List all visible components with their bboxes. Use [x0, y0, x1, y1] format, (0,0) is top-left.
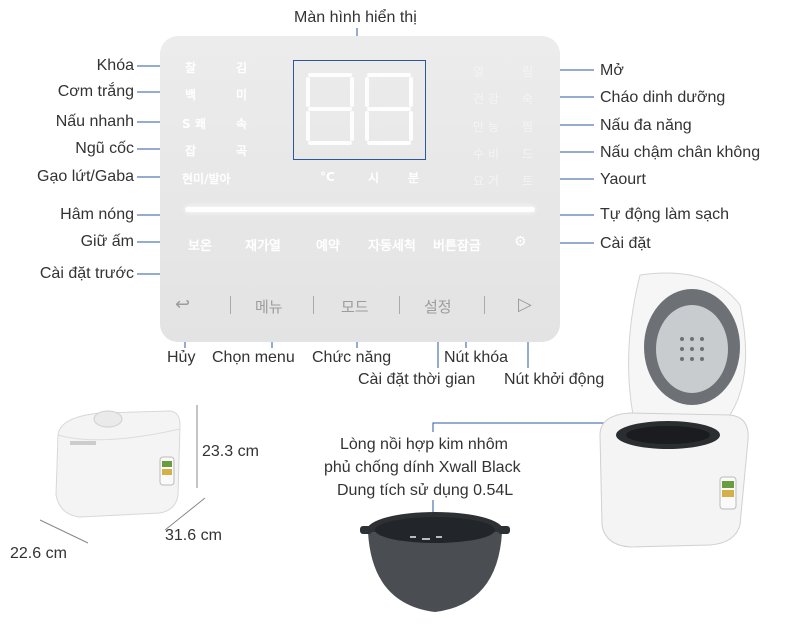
separator: [484, 296, 485, 314]
panel-left-5: 현미/발아: [182, 172, 231, 186]
depth-dimension: 31.6 cm: [165, 527, 222, 544]
label-lock-button: Nút khóa: [444, 349, 509, 366]
menu-button[interactable]: 메뉴: [255, 298, 283, 316]
label-function: Chức năng: [312, 349, 392, 366]
panel-right2-2: 숙: [522, 92, 534, 106]
play-triangle-icon[interactable]: ▷: [518, 294, 532, 315]
label-keep-warm: Giữ ấm: [80, 233, 134, 250]
rice-cooker-small-image: [55, 410, 181, 518]
label-multi-cook: Nấu đa năng: [600, 117, 692, 134]
separator: [230, 296, 231, 314]
label-brown-rice: Gạo lứt/Gaba: [37, 168, 134, 185]
minute-label: 분: [408, 171, 420, 185]
rice-cooker-open-image: [599, 272, 749, 548]
label-reheat: Hâm nóng: [60, 206, 134, 223]
label-preset: Cài đặt trước: [39, 265, 134, 282]
panel-left-3: S 쾌: [182, 117, 206, 131]
inner-pot-line3: Dung tích sử dụng 0.54L: [337, 482, 514, 499]
separator: [399, 296, 400, 314]
time-setting-button[interactable]: 설정: [424, 298, 452, 316]
label-start-button: Nút khởi động: [504, 371, 605, 388]
seven-segment-digits: [306, 73, 413, 145]
panel-right-4: 수 비: [473, 147, 499, 161]
label-menu-select: Chọn menu: [212, 349, 295, 366]
label-open: Mở: [600, 62, 624, 79]
label-time-setting: Cài đặt thời gian: [358, 371, 476, 388]
panel-left2-4: 곡: [236, 144, 248, 158]
label-white-rice: Cơm trắng: [57, 83, 134, 100]
hour-label: 시: [368, 171, 380, 185]
keep-warm-button[interactable]: 보온: [188, 239, 212, 254]
label-lock: Khóa: [96, 57, 134, 74]
panel-right2-3: 찜: [522, 120, 534, 134]
panel-left2-2: 미: [236, 88, 248, 102]
label-cancel: Hủy: [167, 349, 196, 366]
label-grains: Ngũ cốc: [75, 140, 134, 157]
label-settings: Cài đặt: [600, 235, 651, 252]
panel-left-2: 백: [185, 88, 197, 102]
auto-clean-button[interactable]: 자동세척: [368, 239, 416, 254]
label-display-screen: Màn hình hiển thị: [294, 9, 417, 26]
height-dimension: 23.3 cm: [202, 443, 259, 460]
inner-pot-line2: phủ chống dính Xwall Black: [324, 459, 521, 476]
reheat-button[interactable]: 재가열: [245, 239, 281, 254]
panel-right-3: 만 능: [473, 120, 499, 134]
mode-button[interactable]: 모드: [341, 298, 369, 316]
panel-right2-1: 림: [522, 65, 534, 79]
panel-left2-3: 속: [236, 117, 248, 131]
panel-right2-5: 트: [522, 174, 534, 188]
width-dimension: 22.6 cm: [10, 545, 67, 562]
panel-left-4: 잡: [185, 144, 197, 158]
preset-button[interactable]: 예약: [316, 239, 340, 254]
label-vacuum-slow-cook: Nấu chậm chân không: [600, 144, 761, 161]
label-nutritious-porridge: Cháo dinh dưỡng: [600, 89, 726, 106]
settings-gear-icon[interactable]: ⚙: [514, 234, 527, 250]
panel-left2-1: 김: [236, 61, 248, 75]
digit-display: [293, 60, 426, 160]
panel-right-5: 요 거: [473, 174, 499, 188]
control-panel: [160, 36, 560, 342]
temp-unit: °C: [320, 170, 335, 184]
inner-pot-line1: Lòng nồi hợp kim nhôm: [340, 436, 508, 453]
label-auto-clean: Tự động làm sạch: [600, 206, 729, 223]
label-quick-cook: Nấu nhanh: [55, 113, 134, 130]
button-lock-button[interactable]: 버튼잠금: [433, 239, 481, 254]
panel-left-1: 찰: [185, 61, 197, 75]
panel-right-2: 건 강: [473, 92, 499, 106]
back-arrow-icon[interactable]: ↩: [175, 294, 191, 315]
panel-right-1: 열: [473, 65, 485, 79]
separator: [313, 296, 314, 314]
label-yogurt: Yaourt: [600, 171, 646, 188]
panel-right2-4: 드: [522, 147, 534, 161]
divider-glow: [185, 207, 535, 212]
inner-pot-image: [360, 512, 510, 612]
